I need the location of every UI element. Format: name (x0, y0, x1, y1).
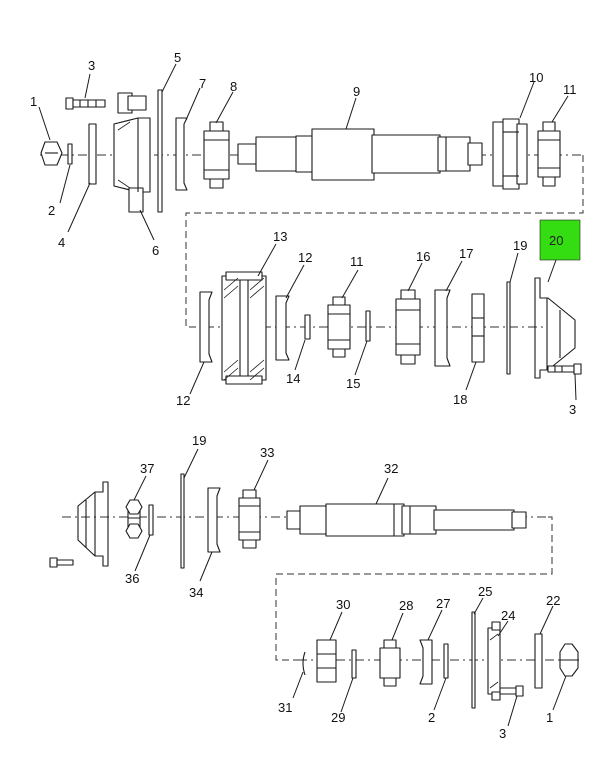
callout-5: 5 (174, 50, 181, 65)
callout-12-top: 12 (298, 250, 312, 265)
callout-19-middle: 19 (513, 238, 527, 253)
callout-37: 37 (140, 461, 154, 476)
part-19-gasket-lower[interactable] (180, 473, 185, 569)
top-assembly-group: 1 2 3 4 5 6 7 8 9 10 11 (30, 50, 584, 328)
part-11-bearing-cone[interactable] (537, 121, 561, 187)
part-13-housing[interactable] (221, 271, 267, 385)
lower-to-bottom-route-line (275, 516, 553, 661)
callout-10: 10 (529, 70, 543, 85)
callout-27: 27 (436, 596, 450, 611)
callout-2: 2 (48, 203, 55, 218)
part-10-bearing-cup[interactable] (492, 118, 528, 190)
part-4-plate[interactable] (88, 123, 97, 185)
callout-12-bottom: 12 (176, 393, 190, 408)
part-15-shim[interactable] (365, 310, 371, 342)
part-cover-left[interactable] (77, 481, 109, 567)
top-to-middle-route-line (185, 155, 584, 328)
part-11-bearing-cone-middle[interactable] (327, 296, 351, 358)
callout-20[interactable]: 20 (549, 233, 563, 248)
part-bolt-lower[interactable] (49, 557, 74, 568)
callout-11-middle: 11 (350, 254, 364, 269)
callout-8: 8 (230, 79, 237, 94)
callout-1-bottom: 1 (546, 710, 553, 725)
callout-34: 34 (189, 585, 203, 600)
part-3-bolt[interactable] (65, 97, 106, 110)
callout-17: 17 (459, 246, 473, 261)
callout-28: 28 (399, 598, 413, 613)
part-17-bearing-cup[interactable] (434, 289, 451, 367)
callout-2-bottom: 2 (428, 710, 435, 725)
part-14-spacer[interactable] (304, 314, 311, 340)
callout-19-lower: 19 (192, 433, 206, 448)
part-18-seal[interactable] (471, 293, 485, 363)
part-2-washer-bottom[interactable] (443, 643, 449, 679)
callout-4: 4 (58, 235, 65, 250)
part-9-shaft[interactable] (237, 128, 483, 181)
callout-9: 9 (353, 84, 360, 99)
callout-3-middle: 3 (569, 402, 576, 417)
callout-29: 29 (331, 710, 345, 725)
part-12-bearing-cup-left[interactable] (199, 291, 213, 363)
callout-36: 36 (125, 571, 139, 586)
callout-16: 16 (416, 249, 430, 264)
callout-7: 7 (199, 76, 206, 91)
callout-33: 33 (260, 445, 274, 460)
part-29-washer[interactable] (351, 649, 357, 679)
part-36-washer[interactable] (148, 504, 154, 536)
callout-3: 3 (88, 58, 95, 73)
bottom-assembly-group: 30 28 27 25 24 22 31 29 2 3 1 (278, 584, 583, 741)
part-30-nut[interactable] (316, 639, 337, 683)
part-3-bolt-bottom[interactable] (499, 685, 524, 697)
part-7-bearing-cup[interactable] (175, 117, 188, 191)
callout-32: 32 (384, 461, 398, 476)
callout-14: 14 (286, 371, 300, 386)
part-2-washer[interactable] (67, 143, 73, 165)
callout-13: 13 (273, 229, 287, 244)
part-12-bearing-cup-right[interactable] (275, 295, 290, 361)
part-31-snap-ring[interactable] (302, 651, 306, 676)
part-6-yoke-flange[interactable] (113, 92, 151, 213)
part-22-plate[interactable] (534, 633, 543, 689)
part-8-bearing-cone[interactable] (203, 121, 230, 189)
callout-24: 24 (501, 608, 515, 623)
lower-assembly-group: 19 33 32 37 36 34 (49, 433, 553, 661)
callout-6: 6 (152, 243, 159, 258)
callout-31: 31 (278, 700, 292, 715)
part-33-bearing-cone[interactable] (238, 489, 261, 549)
highlighted-callout-box[interactable] (539, 219, 581, 261)
callout-18: 18 (453, 392, 467, 407)
callout-1: 1 (30, 94, 37, 109)
callout-3-bottom: 3 (499, 726, 506, 741)
callout-30: 30 (336, 597, 350, 612)
callout-15: 15 (346, 376, 360, 391)
callout-25: 25 (478, 584, 492, 599)
part-25-gasket[interactable] (471, 611, 476, 709)
part-5-shield[interactable] (157, 89, 163, 213)
callout-22: 22 (546, 593, 560, 608)
callout-11-top: 11 (563, 82, 577, 97)
part-24-yoke-flange[interactable] (487, 621, 501, 701)
part-37-nut[interactable] (125, 499, 143, 539)
part-3-bolt-middle[interactable] (547, 363, 582, 375)
part-28-bearing-cone[interactable] (379, 639, 401, 687)
part-34-bearing-cup[interactable] (207, 487, 221, 553)
part-20-cover[interactable] (534, 277, 576, 379)
part-19-gasket[interactable] (506, 281, 511, 375)
part-27-bearing-cup[interactable] (419, 639, 433, 685)
middle-assembly-group: 13 12 12 11 14 15 16 17 18 19 20 3 (176, 219, 582, 417)
part-16-bearing-cone[interactable] (395, 289, 421, 365)
part-32-shaft[interactable] (286, 503, 527, 537)
